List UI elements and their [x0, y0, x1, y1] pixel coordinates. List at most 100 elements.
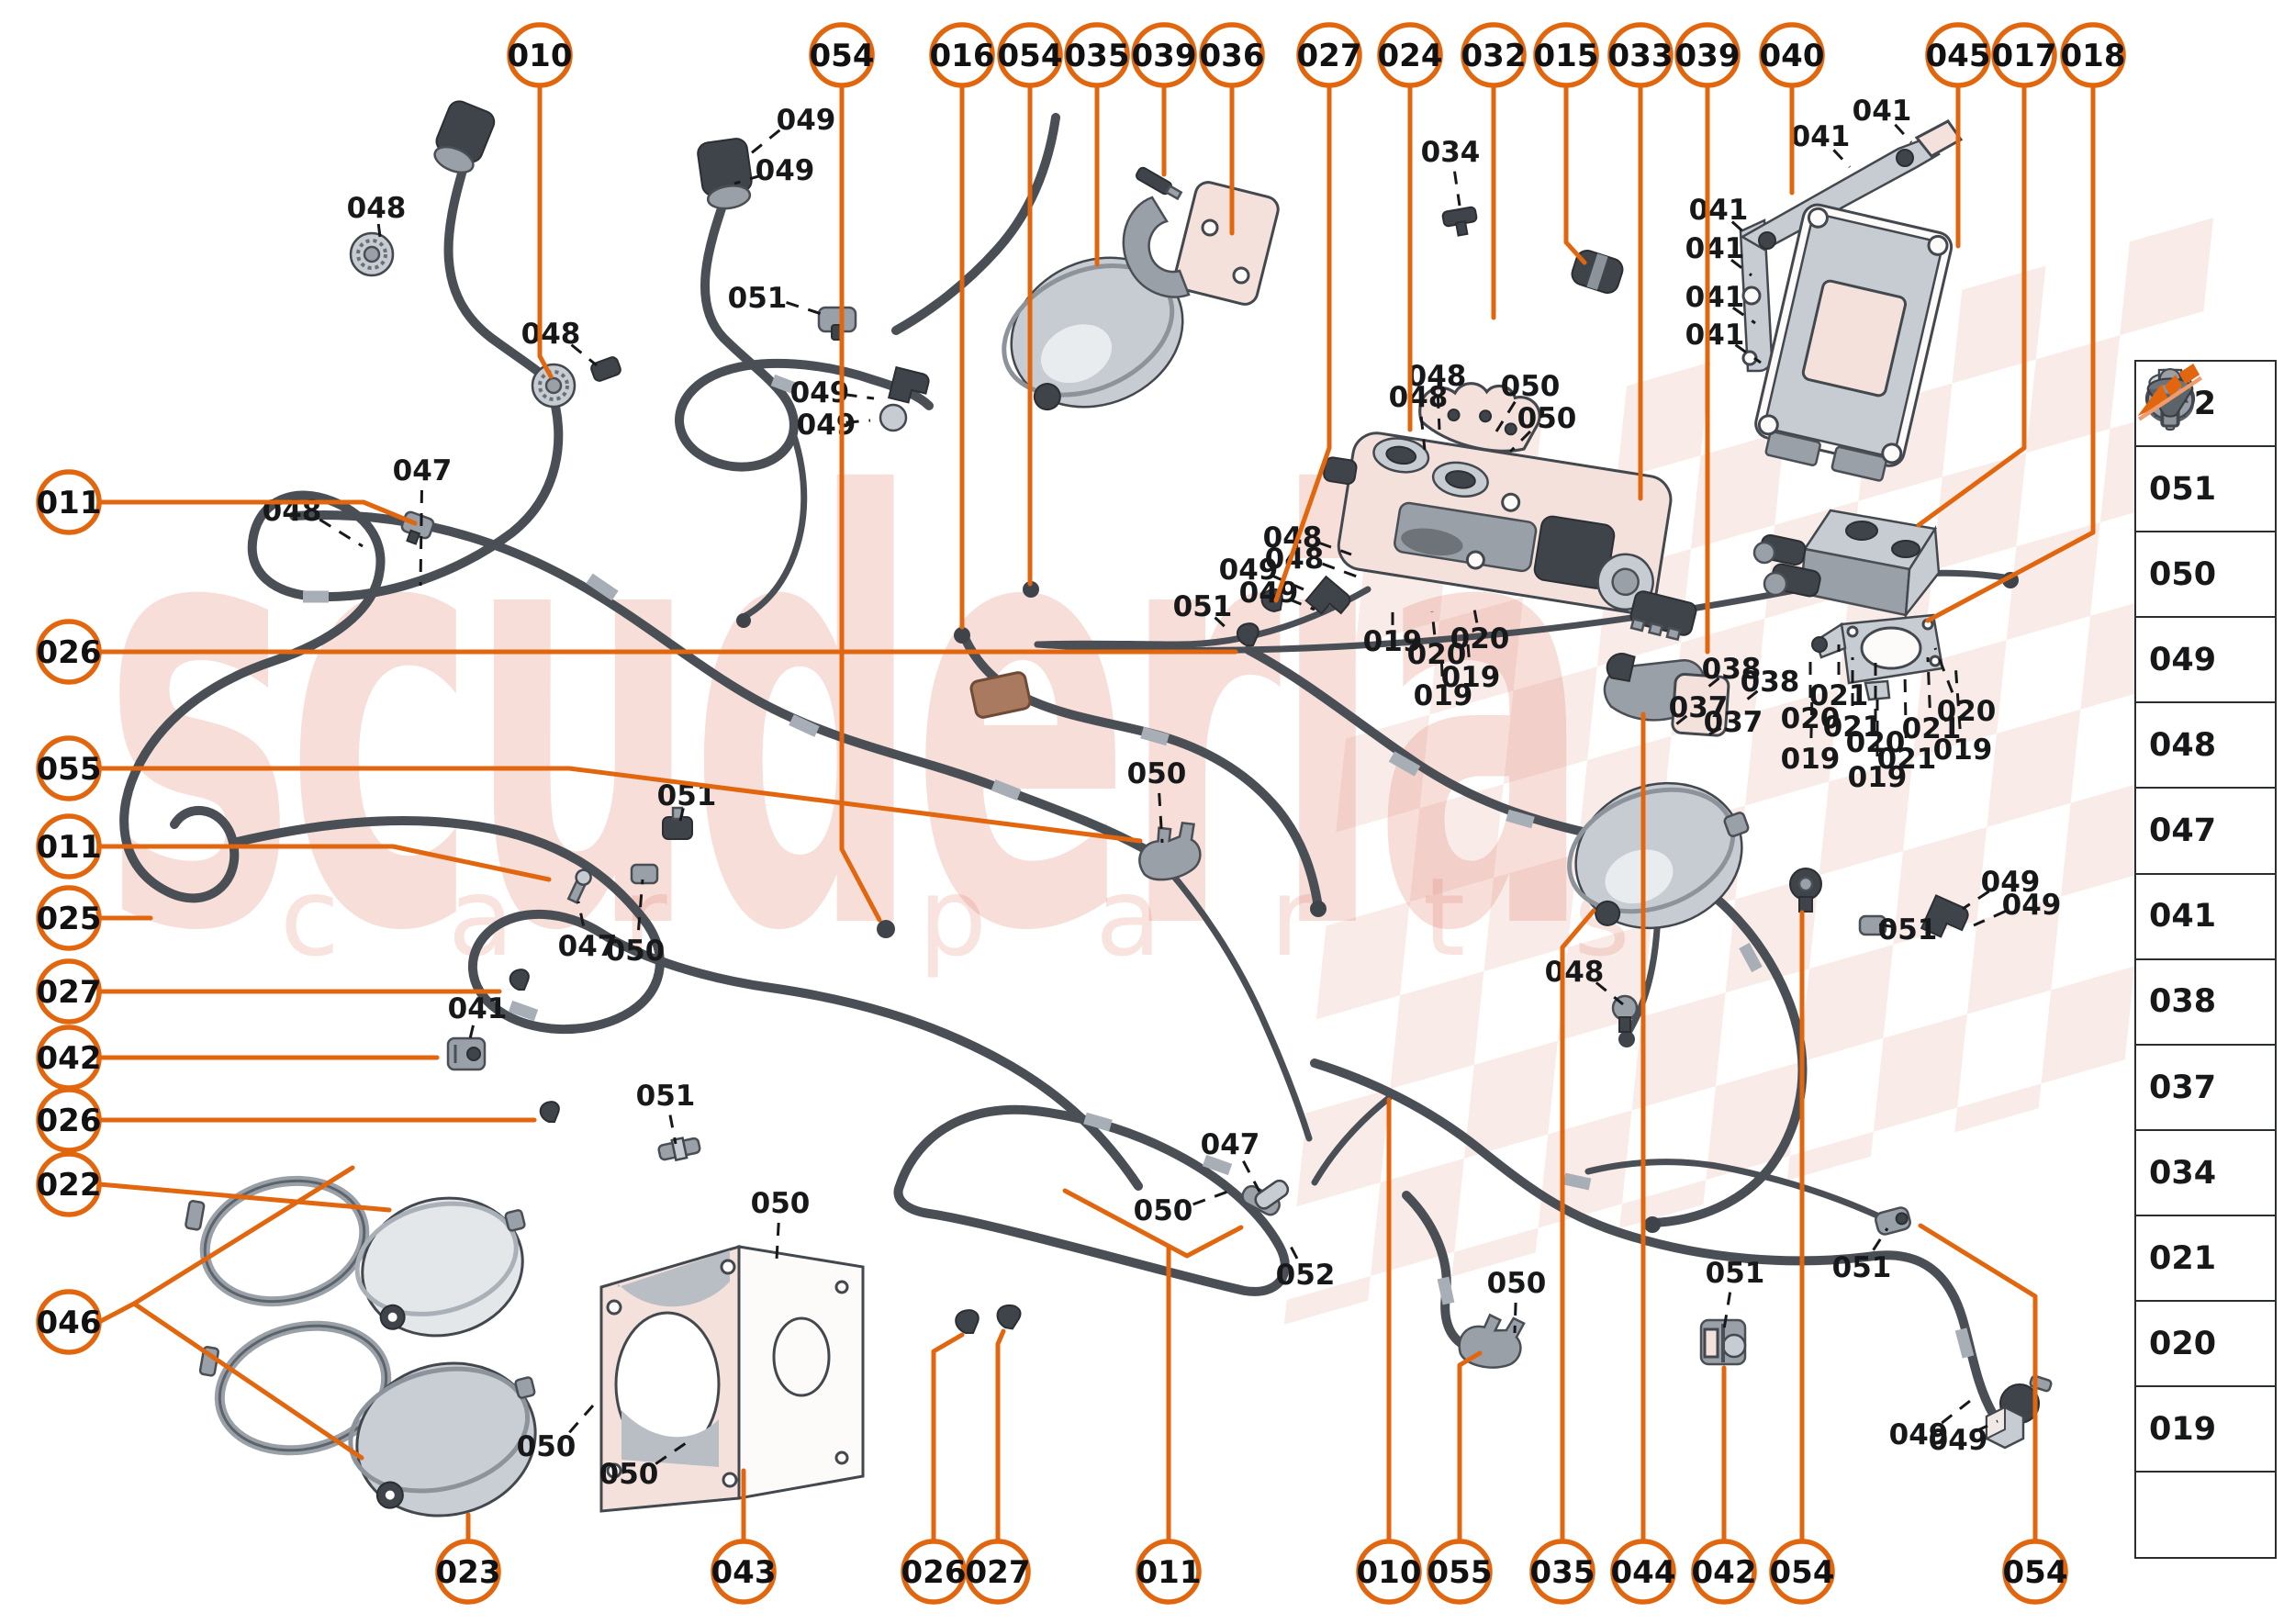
part-number-label: 020 [1937, 695, 1997, 728]
svg-text:032: 032 [1461, 38, 1527, 74]
callout-035[interactable]: 035 [1064, 22, 1130, 88]
legend-part-number: 051 [2149, 470, 2217, 508]
label-leader-line [1926, 656, 1931, 709]
callout-010[interactable]: 010 [1356, 1539, 1422, 1605]
legend-row-041[interactable]: 041 [2134, 372, 2277, 961]
legend-row-020[interactable]: 020 [2134, 367, 2277, 1388]
pipe-clip [1875, 1206, 1911, 1236]
part-number-label: 050 [1127, 757, 1187, 790]
callout-054[interactable]: 054 [2002, 1539, 2068, 1605]
part-number-label: 041 [1689, 194, 1749, 227]
label-leader-line [577, 901, 585, 926]
harness-connector [1629, 590, 1697, 642]
label-leader-line [668, 1114, 677, 1145]
flange-nut-icon [2148, 383, 2275, 529]
callout-023[interactable]: 023 [435, 1539, 501, 1605]
label-leader-line [845, 419, 871, 424]
callout-027[interactable]: 027 [965, 1539, 1031, 1605]
callout-026[interactable]: 026 [901, 1539, 967, 1605]
legend-row-049[interactable]: 049 [2134, 374, 2277, 704]
callout-026[interactable]: 026 [36, 1087, 102, 1153]
callout-011[interactable]: 011 [1136, 1539, 1202, 1605]
hook-clip [539, 1101, 560, 1123]
legend-row-021[interactable]: 021 [2134, 368, 2277, 1303]
legend-part-number: 038 [2149, 983, 2217, 1021]
callout-024[interactable]: 024 [1377, 22, 1443, 88]
callout-054[interactable]: 054 [809, 22, 875, 88]
label-leader-line [1430, 610, 1437, 635]
label-leader-line [1730, 259, 1752, 277]
callout-054[interactable]: 054 [997, 22, 1063, 88]
hex-fitting [879, 403, 908, 432]
callout-039[interactable]: 039 [1131, 22, 1197, 88]
legend-part-number: 047 [2149, 812, 2217, 850]
legend-row-038[interactable]: 038 [2134, 372, 2277, 1047]
callout-040[interactable]: 040 [1759, 22, 1825, 88]
callout-022[interactable]: 022 [36, 1151, 102, 1217]
callout-045[interactable]: 045 [1925, 22, 1991, 88]
callout-011[interactable]: 011 [36, 813, 102, 879]
part-number-label: 041 [1685, 281, 1745, 314]
part-number-label: 021 [1877, 743, 1937, 776]
callout-032[interactable]: 032 [1461, 22, 1527, 88]
label-leader-line [1453, 171, 1461, 207]
callout-039[interactable]: 039 [1674, 22, 1741, 88]
part-number-label: 048 [347, 192, 407, 225]
svg-text:011: 011 [1136, 1554, 1202, 1591]
label-leader-line [1730, 220, 1751, 239]
callout-054[interactable]: 054 [1769, 1539, 1835, 1605]
legend-row-037[interactable]: 037 [2134, 379, 2277, 1132]
legend-row-050[interactable]: 050 [2134, 372, 2277, 619]
svg-text:017: 017 [1992, 38, 2057, 74]
callout-026[interactable]: 026 [36, 619, 102, 685]
legend-row-034[interactable]: 034 [2134, 372, 2277, 1217]
part-number-label: 049 [1239, 577, 1299, 610]
part-number-label: 021 [1809, 679, 1869, 712]
part-number-label: 050 [1487, 1267, 1547, 1300]
callout-025[interactable]: 025 [36, 885, 102, 951]
callout-042[interactable]: 042 [36, 1025, 102, 1091]
callout-017[interactable]: 017 [1991, 22, 2057, 88]
callout-010[interactable]: 010 [507, 22, 573, 88]
label-leader-line [1973, 910, 2007, 927]
part-number-label: 019 [1848, 761, 1908, 794]
legend-row-047[interactable]: 047 [2134, 372, 2277, 876]
callout-027[interactable]: 027 [36, 958, 102, 1025]
legend-row-048[interactable]: 048 [2134, 368, 2277, 790]
label-leader-line [1672, 714, 1688, 729]
label-leader-line [1872, 1227, 1889, 1251]
label-leader-line [1894, 123, 1913, 144]
callout-055[interactable]: 055 [1427, 1539, 1493, 1605]
callout-033[interactable]: 033 [1607, 22, 1674, 88]
label-leader-line [844, 393, 875, 400]
svg-text:026: 026 [37, 1103, 102, 1139]
part-number-label: 051 [1878, 913, 1938, 946]
hook-clip [996, 1304, 1022, 1330]
callout-043[interactable]: 043 [711, 1539, 777, 1605]
part-number-label: 019 [1363, 625, 1423, 658]
label-leader-line [733, 174, 763, 185]
callout-027[interactable]: 027 [1296, 22, 1362, 88]
legend-row-brand-arrow[interactable] [2134, 364, 2277, 1559]
part-number-label: 050 [517, 1430, 577, 1463]
callout-055[interactable]: 055 [36, 735, 102, 801]
callout-036[interactable]: 036 [1199, 22, 1265, 88]
legend-row-019[interactable]: 019 [2134, 377, 2277, 1473]
callout-015[interactable]: 015 [1533, 22, 1599, 88]
svg-text:039: 039 [1675, 38, 1741, 74]
callout-018[interactable]: 018 [2060, 22, 2126, 88]
part-number-label: 048 [263, 495, 322, 528]
callout-042[interactable]: 042 [1691, 1539, 1757, 1605]
legend-row-051[interactable]: 051 [2134, 383, 2277, 533]
callout-044[interactable]: 044 [1610, 1539, 1676, 1605]
callout-016[interactable]: 016 [929, 22, 995, 88]
callout-011[interactable]: 011 [36, 469, 102, 535]
legend-part-number: 049 [2149, 642, 2217, 679]
label-leader-line [1705, 726, 1722, 738]
retaining-strap [198, 1320, 392, 1456]
callout-046[interactable]: 046 [36, 1289, 102, 1355]
callout-035[interactable]: 035 [1529, 1539, 1595, 1605]
svg-text:026: 026 [901, 1554, 967, 1591]
label-leader-line [1439, 653, 1444, 677]
